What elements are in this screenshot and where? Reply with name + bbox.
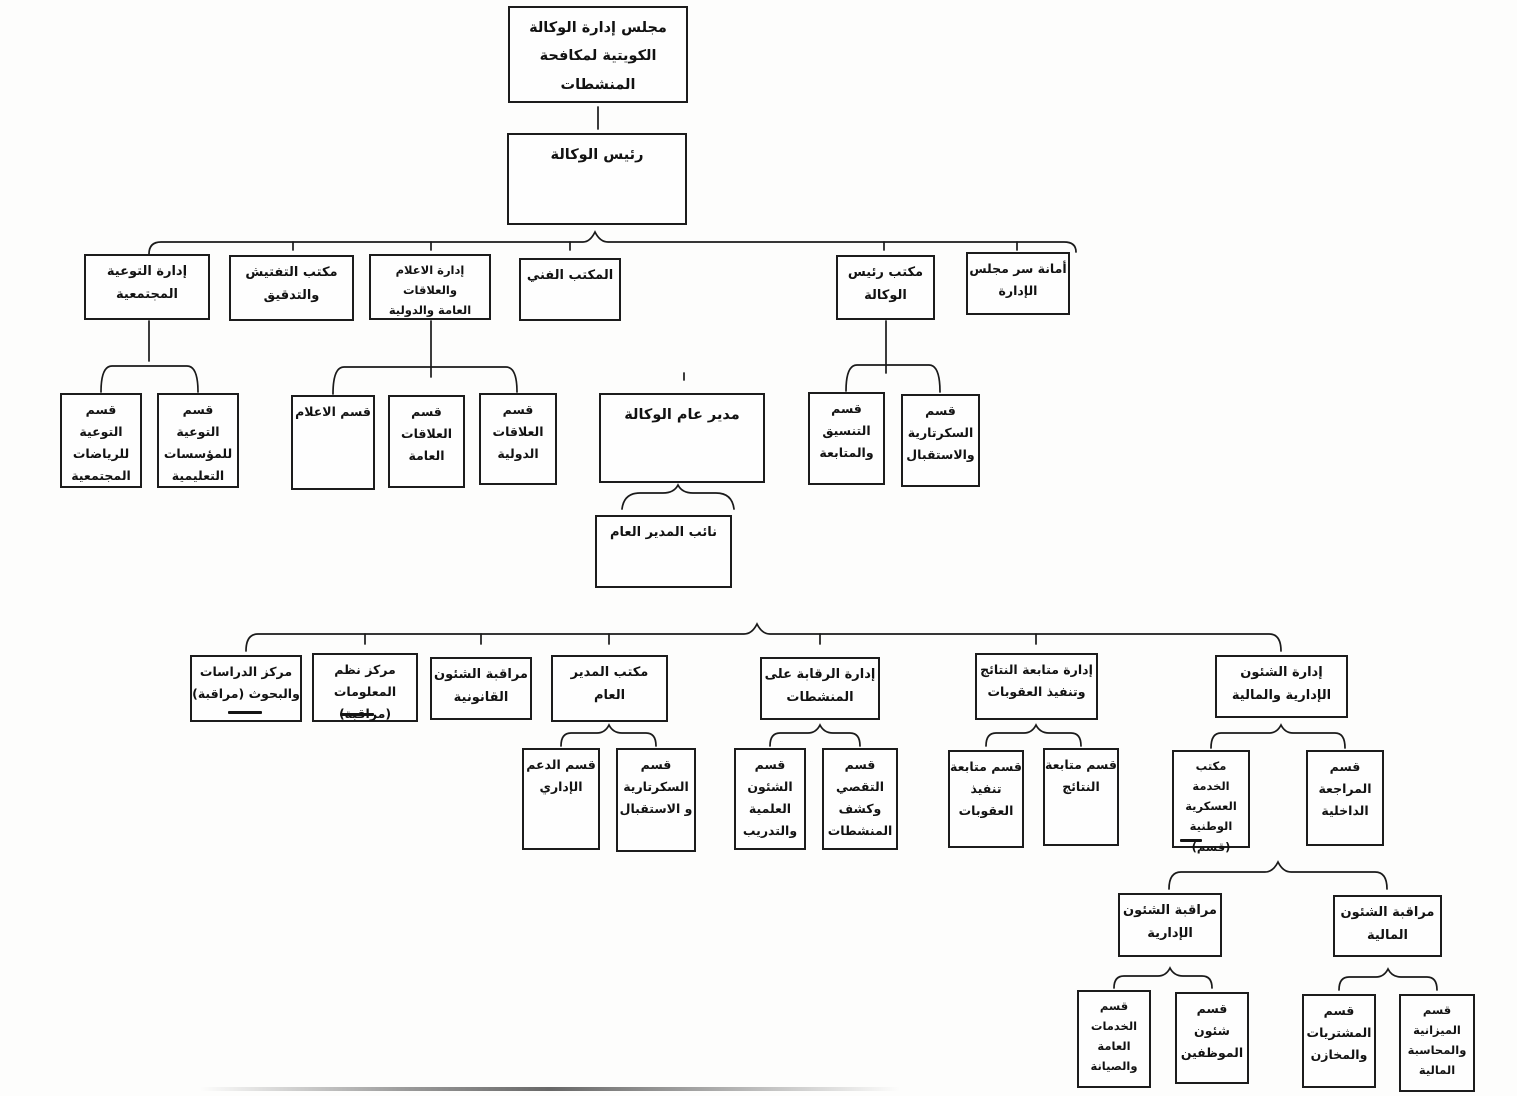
org-node-national-service-office: مكتب الخدمة العسكرية الوطنية (قسم) [1172, 750, 1250, 854]
org-node-label: نائب المدير العام [609, 525, 718, 540]
org-node-investigation-detection-section: قسم التقصي وكشف المنشطات [822, 748, 898, 850]
org-node-label: قسم التوعية للمؤسسات التعليمية [163, 402, 233, 483]
org-node-studies-research-center: مركز الدراسات والبحوث (مراقبة) [190, 655, 302, 722]
org-node-label: مراقبة الشئون القانونية [434, 667, 528, 706]
org-node-label: قسم العلاقات العامة [401, 404, 452, 463]
org-node-technical-office: المكتب الفني [519, 258, 621, 321]
org-node-coordination-section: قسم التنسيق والمتابعة [808, 392, 885, 485]
org-node-information-systems-center: مركز نظم المعلومات (مراقبة) [312, 653, 418, 722]
org-node-legal-affairs-control: مراقبة الشئون القانونية [430, 657, 532, 720]
org-node-label: إدارة الشئون الإدارية والمالية [1231, 665, 1332, 704]
org-node-label: مركز الدراسات والبحوث (مراقبة) [192, 664, 300, 701]
org-node-label: مكتب المدير العام [570, 665, 649, 704]
underline-mark [1180, 839, 1202, 842]
underline-mark [228, 711, 262, 714]
org-node-label: قسم السكرتارية و الاستقبال [619, 757, 693, 816]
org-node-label: أمانة سر مجلس الإدارة [969, 261, 1067, 298]
org-node-label: قسم المراجعة الداخلية [1318, 759, 1372, 818]
org-node-admin-affairs-control: مراقبة الشئون الإدارية [1118, 893, 1222, 957]
org-node-label: إدارة متابعة النتائج وتنفيذ العقوبات [980, 662, 1093, 699]
org-node-label: رئيس الوكالة [550, 147, 644, 163]
org-node-president: رئيس الوكالة [507, 133, 687, 225]
org-node-label: المكتب الفني [526, 268, 614, 283]
org-node-scientific-affairs-section: قسم الشئون العلمية والتدريب [734, 748, 806, 850]
org-node-secretariat-reception-section: قسم السكرتارية والاستقبال [901, 394, 980, 487]
org-node-internal-audit-section: قسم المراجعة الداخلية [1306, 750, 1384, 846]
org-node-media-section: قسم الاعلام [291, 395, 375, 490]
org-node-label: قسم التنسيق والمتابعة [819, 401, 874, 460]
scan-artifact [200, 1087, 900, 1091]
org-node-inspection-office: مكتب التفتيش والتدقيق [229, 255, 354, 321]
org-node-budget-accounting-section: قسم الميزانية والمحاسبة المالية [1399, 994, 1475, 1092]
org-node-label: قسم السكرتارية والاستقبال [906, 403, 975, 462]
org-node-label: قسم الخدمات العامة والصيانة [1090, 999, 1138, 1074]
org-node-label: قسم الشئون العلمية والتدريب [742, 757, 798, 838]
org-node-label: قسم المشتريات والمخازن [1306, 1003, 1372, 1062]
org-node-label: قسم متابعة تنفيذ العقوبات [950, 759, 1022, 818]
org-node-financial-affairs-control: مراقبة الشئون المالية [1333, 895, 1442, 957]
org-node-doping-control-dept: إدارة الرقابة على المنشطات [760, 657, 880, 720]
org-node-general-services-section: قسم الخدمات العامة والصيانة [1077, 990, 1151, 1088]
org-node-sanctions-followup-section: قسم متابعة تنفيذ العقوبات [948, 750, 1024, 848]
org-node-label: مكتب التفتيش والتدقيق [245, 265, 338, 304]
org-node-label: قسم التقصي وكشف المنشطات [827, 757, 893, 838]
org-node-results-sanctions-dept: إدارة متابعة النتائج وتنفيذ العقوبات [975, 653, 1098, 720]
org-node-deputy-director-general: نائب المدير العام [595, 515, 732, 588]
org-node-educational-awareness-section: قسم التوعية للمؤسسات التعليمية [157, 393, 239, 488]
org-node-international-relations-section: قسم العلاقات الدولية [479, 393, 557, 485]
org-node-label: قسم الدعم الإداري [526, 757, 596, 794]
org-node-label: مكتب رئيس الوكالة [847, 265, 924, 304]
org-node-label: قسم الميزانية والمحاسبة المالية [1407, 1003, 1467, 1078]
org-node-label: مكتب الخدمة العسكرية الوطنية (قسم) [1185, 759, 1237, 854]
org-node-admin-financial-dept: إدارة الشئون الإدارية والمالية [1215, 655, 1348, 718]
org-node-label: قسم التوعية للرياضات المجتمعية [71, 402, 131, 483]
org-node-awareness-dept: إدارة التوعية المجتمعية [84, 254, 210, 320]
org-node-public-relations-section: قسم العلاقات العامة [388, 395, 465, 488]
org-node-label: مجلس إدارة الوكالة الكويتية لمكافحة المن… [529, 20, 667, 93]
org-node-purchasing-section: قسم المشتريات والمخازن [1302, 994, 1376, 1088]
org-node-personnel-section: قسم شئون الموظفين [1175, 992, 1249, 1084]
org-node-label: قسم شئون الموظفين [1180, 1001, 1244, 1060]
org-node-results-followup-section: قسم متابعة النتائج [1043, 748, 1119, 846]
org-node-media-dept: إدارة الاعلام والعلاقات العامة والدولية [369, 254, 491, 320]
org-node-admin-support-section: قسم الدعم الإداري [522, 748, 600, 850]
org-node-label: إدارة الرقابة على المنشطات [764, 667, 876, 706]
org-node-label: مدير عام الوكالة [624, 407, 740, 423]
org-node-dg-secretariat-reception-section: قسم السكرتارية و الاستقبال [616, 748, 696, 852]
org-node-dg-office: مكتب المدير العام [551, 655, 668, 722]
org-node-community-sports-awareness-section: قسم التوعية للرياضات المجتمعية [60, 393, 142, 488]
org-node-label: قسم الاعلام [295, 404, 371, 419]
org-node-label: مراقبة الشئون الإدارية [1123, 903, 1217, 942]
org-node-label: مراقبة الشئون المالية [1340, 905, 1435, 944]
org-node-label: قسم العلاقات الدولية [492, 402, 544, 461]
org-node-director-general: مدير عام الوكالة [599, 393, 765, 483]
org-node-board-secretariat: أمانة سر مجلس الإدارة [966, 252, 1070, 315]
org-node-label: مركز نظم المعلومات (مراقبة) [333, 662, 397, 721]
underline-mark [340, 713, 374, 716]
org-node-president-office: مكتب رئيس الوكالة [836, 255, 935, 320]
org-node-label: إدارة الاعلام والعلاقات العامة والدولية [388, 263, 472, 318]
org-node-label: قسم متابعة النتائج [1045, 757, 1117, 794]
org-node-label: إدارة التوعية المجتمعية [106, 264, 188, 303]
org-node-board: مجلس إدارة الوكالة الكويتية لمكافحة المن… [508, 6, 688, 103]
